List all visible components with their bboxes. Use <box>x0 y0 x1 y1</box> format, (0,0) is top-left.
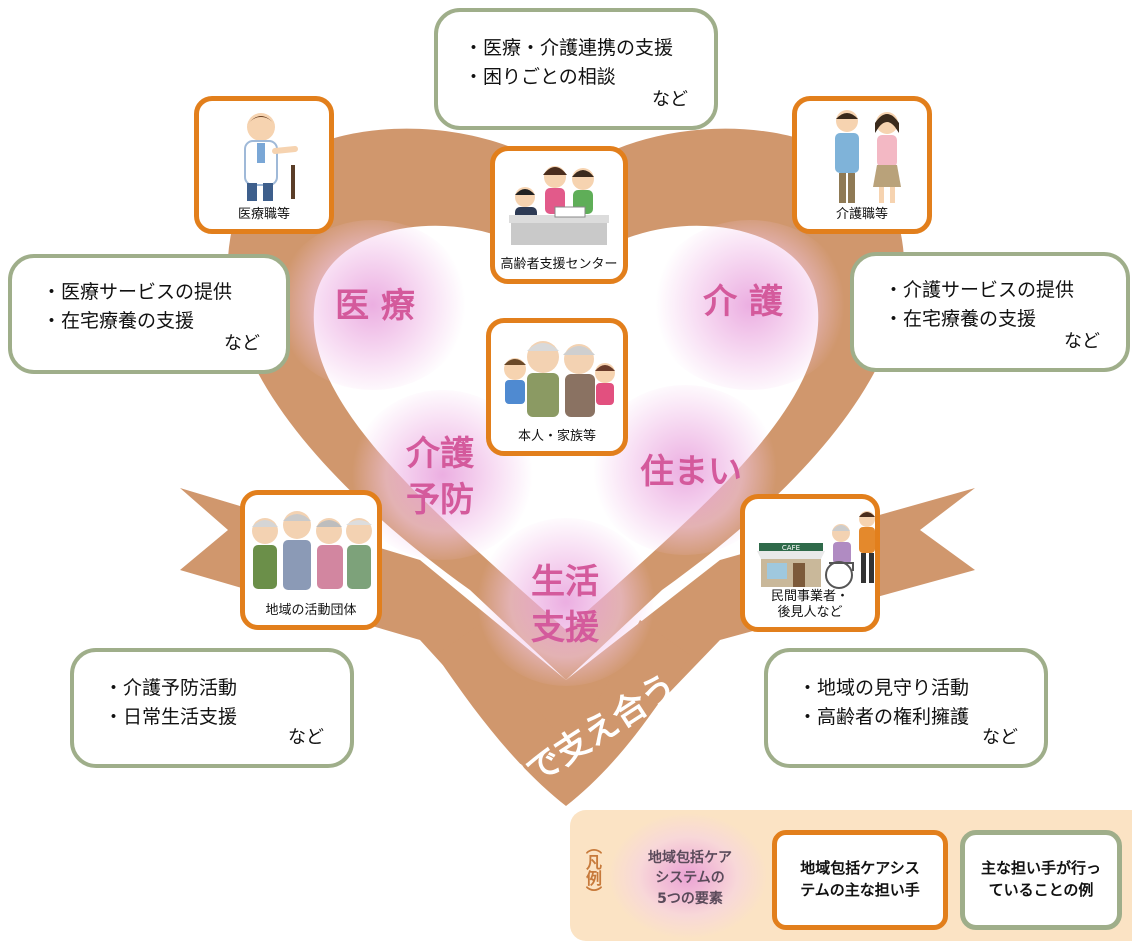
legend-elements-line1: 地域包括ケア <box>648 850 732 866</box>
legend-examples-line1: 主な担い手が行っ <box>980 859 1101 878</box>
seniors-group-illustration <box>252 511 372 590</box>
glow-kaigo <box>650 220 850 390</box>
example-box-community: ・地域の見守り活動 ・高齢者の権利擁護 など <box>764 648 1048 768</box>
element-sumai: 住まい <box>640 452 742 492</box>
element-seikatsu-line1: 生活 <box>531 562 599 602</box>
legend-panel: （凡例） 地域包括ケア システムの 5つの要素 地域包括ケアシス テムの主な担い… <box>570 810 1132 941</box>
legend-actors-line2: テムの主な担い手 <box>800 881 920 899</box>
example-item: ・地域の見守り活動 <box>798 677 970 699</box>
actor-support-center: 高齢者支援センター <box>490 146 628 284</box>
legend-elements: 地域包括ケア システムの 5つの要素 <box>622 848 758 909</box>
legend-elements-line2: システムの <box>655 870 725 887</box>
example-item: ・医療・介護連携の支援 <box>464 37 674 59</box>
example-suffix: など <box>982 727 1018 749</box>
cafe-wheelchair-illustration: CAFE <box>757 511 875 589</box>
element-kaigo: 介 護 <box>703 282 783 322</box>
actor-community-group: 地域の活動団体 <box>240 490 382 630</box>
actor-label-line1: 民間事業者・ <box>770 588 849 604</box>
example-box-medical: ・医療サービスの提供 ・在宅療養の支援 など <box>8 254 290 374</box>
svg-text:CAFE: CAFE <box>782 544 800 552</box>
actor-care-staff: 介護職等 <box>792 96 932 234</box>
example-suffix: など <box>288 727 324 749</box>
legend-elements-line3: 5つの要素 <box>657 890 723 907</box>
example-suffix: など <box>224 333 260 355</box>
actor-label: 地域の活動団体 <box>265 602 357 618</box>
actor-private-business: CAFE 民間事業者・ 後見人など <box>740 494 880 632</box>
example-item: ・在宅療養の支援 <box>42 310 195 333</box>
actor-label: 高齢者支援センター <box>500 256 618 272</box>
example-box-top: ・医療・介護連携の支援 ・困りごとの相談 など <box>434 8 718 130</box>
example-suffix: など <box>652 89 688 111</box>
care-workers-illustration <box>835 110 901 203</box>
example-item: ・医療サービスの提供 <box>42 281 233 303</box>
legend-actors: 地域包括ケアシス テムの主な担い手 <box>772 830 948 930</box>
family-illustration <box>504 341 615 417</box>
actor-label: 民間事業者・ 後見人など <box>745 589 875 622</box>
actor-medical-staff: 医療職等 <box>194 96 334 234</box>
ribbon-lower-band <box>436 620 690 806</box>
example-item: ・日常生活支援 <box>104 706 238 729</box>
legend-actors-line1: 地域包括ケアシス <box>800 859 920 878</box>
legend-key: （凡例） <box>583 838 602 902</box>
element-kaigo-yobo: 介護 予防 <box>395 432 485 524</box>
element-kaigo-yobo-line1: 介護 <box>406 434 474 474</box>
glow-iryo <box>275 220 470 390</box>
example-item: ・困りごとの相談 <box>464 66 616 89</box>
legend-glow-swatch <box>610 814 766 938</box>
example-item: ・在宅療養の支援 <box>884 308 1037 331</box>
example-item: ・介護サービスの提供 <box>884 279 1075 301</box>
consultation-illustration <box>509 166 609 245</box>
example-item: ・介護予防活動 <box>104 677 238 699</box>
actor-person-family: 本人・家族等 <box>486 318 628 456</box>
actor-label-line2: 後見人など <box>777 604 843 620</box>
legend-examples: 主な担い手が行っ ていることの例 <box>960 830 1122 930</box>
doctor-illustration <box>244 113 298 201</box>
element-iryo: 医 療 <box>335 286 415 326</box>
example-box-prevention: ・介護予防活動 ・日常生活支援 など <box>70 648 354 768</box>
example-box-care: ・介護サービスの提供 ・在宅療養の支援 など <box>850 252 1130 372</box>
actor-label: 医療職等 <box>237 206 290 222</box>
element-seikatsu-line2: 支援 <box>531 607 599 648</box>
actor-label: 本人・家族等 <box>517 428 596 444</box>
element-kaigo-yobo-line2: 予防 <box>406 479 474 520</box>
actor-label: 介護職等 <box>835 206 888 222</box>
glow-seikatsu <box>476 518 656 686</box>
element-seikatsu-shien: 生活 支援 <box>520 560 610 652</box>
example-suffix: など <box>1064 331 1100 353</box>
example-item: ・高齢者の権利擁護 <box>798 706 970 729</box>
legend-examples-line2: ていることの例 <box>988 881 1094 899</box>
